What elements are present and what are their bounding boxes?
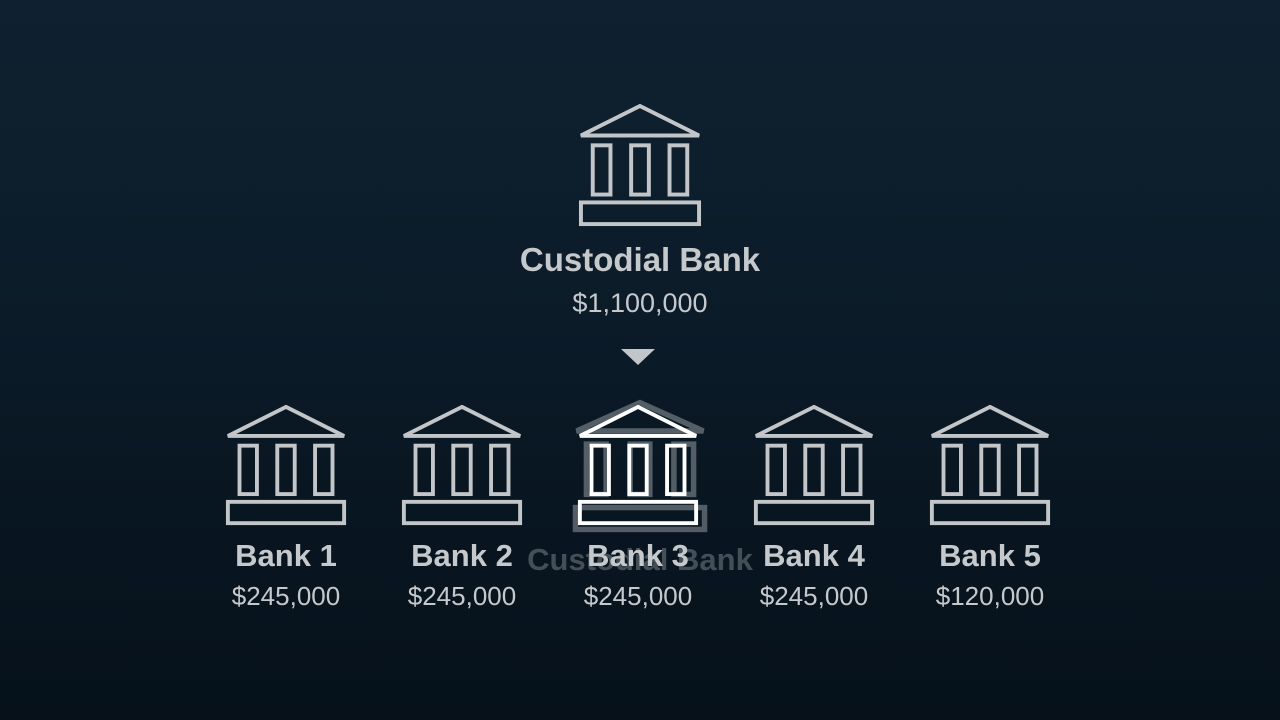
bank-name: Bank 1: [235, 538, 337, 573]
bank-icon: [577, 404, 699, 526]
bank-node: Bank 3 $245,000: [558, 404, 718, 609]
bank-icon: [753, 404, 875, 526]
custodial-bank-name: Custodial Bank: [519, 241, 761, 278]
bank-name: Bank 3: [587, 538, 689, 573]
down-arrow-icon: [621, 349, 655, 365]
bank-amount: $245,000: [759, 581, 869, 611]
bank-icon: [225, 404, 347, 526]
bank-amount: $245,000: [407, 581, 517, 611]
bank-name: Bank 5: [939, 538, 1041, 573]
bank-node: Bank 1 $245,000: [206, 404, 366, 609]
custodial-bank-node: Custodial Bank $1,100,000: [440, 103, 840, 317]
bank-node: Bank 5 $120,000: [910, 404, 1070, 609]
bank-name: Bank 2: [411, 538, 513, 573]
bank-amount: $120,000: [935, 581, 1045, 611]
bank-amount: $245,000: [583, 581, 693, 611]
bank-icon: [578, 103, 702, 227]
bank-icon: [929, 404, 1051, 526]
custodial-bank-amount: $1,100,000: [572, 288, 708, 318]
bank-name: Bank 4: [763, 538, 865, 573]
bank-amount: $245,000: [231, 581, 341, 611]
bank-node: Bank 4 $245,000: [734, 404, 894, 609]
bank-icon: [401, 404, 523, 526]
bank-node: Bank 2 $245,000: [382, 404, 542, 609]
